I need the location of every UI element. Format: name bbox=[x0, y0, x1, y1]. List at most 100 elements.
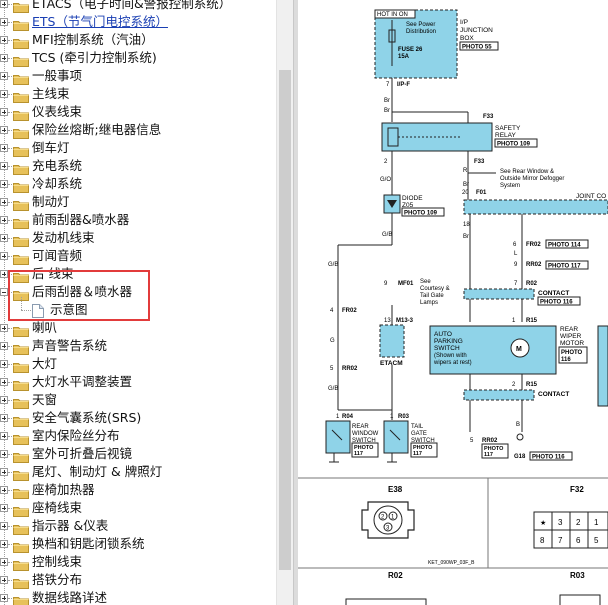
expand-icon[interactable] bbox=[0, 162, 8, 170]
tree-folder-item[interactable]: 可闻音频 bbox=[0, 247, 276, 265]
expand-icon[interactable] bbox=[0, 432, 8, 440]
expand-icon[interactable] bbox=[0, 378, 8, 386]
tree-folder-item[interactable]: 后雨刮器＆喷水器 bbox=[0, 283, 276, 301]
tree-folder-item[interactable]: 安全气囊系统(SRS) bbox=[0, 409, 276, 427]
connector-label: RR02 bbox=[342, 366, 358, 372]
expand-icon[interactable] bbox=[0, 216, 8, 224]
expand-icon[interactable] bbox=[0, 180, 8, 188]
expand-icon[interactable] bbox=[0, 414, 8, 422]
expand-icon[interactable] bbox=[0, 72, 8, 80]
tree-folder-item[interactable]: 大灯水平调整装置 bbox=[0, 373, 276, 391]
expand-icon[interactable] bbox=[0, 486, 8, 494]
tree-folder-item[interactable]: 前雨刮器&喷水器 bbox=[0, 211, 276, 229]
tree-folder-item[interactable]: 主线束 bbox=[0, 85, 276, 103]
expand-icon[interactable] bbox=[0, 396, 8, 404]
tree-folder-item[interactable]: 座椅加热器 bbox=[0, 481, 276, 499]
tree-folder-item[interactable]: 指示器 &仪表 bbox=[0, 517, 276, 535]
expand-icon[interactable] bbox=[0, 0, 8, 8]
tree-folder-item[interactable]: 仪表线束 bbox=[0, 103, 276, 121]
tree-folder-item[interactable]: 座椅线束 bbox=[0, 499, 276, 517]
tree-item-label: 冷却系统 bbox=[32, 176, 83, 191]
tree-item-label: 后雨刮器＆喷水器 bbox=[32, 284, 133, 299]
pin-number: 1 bbox=[594, 518, 599, 527]
tree-folder-item[interactable]: MFI控制系统（汽油） bbox=[0, 31, 276, 49]
tree-item-label: 前雨刮器&喷水器 bbox=[32, 212, 130, 227]
expand-icon[interactable] bbox=[0, 108, 8, 116]
collapse-icon[interactable] bbox=[0, 288, 8, 296]
expand-icon[interactable] bbox=[0, 90, 8, 98]
pin-label: 9 bbox=[514, 262, 518, 268]
expand-icon[interactable] bbox=[0, 234, 8, 242]
connector-label: R15 bbox=[526, 318, 538, 324]
tree-folder-item[interactable]: 数据线路详述 bbox=[0, 589, 276, 605]
tree-folder-item[interactable]: 后 线束 bbox=[0, 265, 276, 283]
fuse-rating: 15A bbox=[398, 54, 410, 60]
tree-folder-item[interactable]: 室外可折叠后视镜 bbox=[0, 445, 276, 463]
tree-item-label: TCS (牵引力控制系统) bbox=[32, 50, 157, 65]
switch-label: WINDOW bbox=[352, 431, 379, 437]
tree-folder-item[interactable]: 发动机线束 bbox=[0, 229, 276, 247]
folder-icon bbox=[13, 448, 29, 463]
tree-folder-item[interactable]: 控制线束 bbox=[0, 553, 276, 571]
expand-icon[interactable] bbox=[0, 342, 8, 350]
photo-tag bbox=[529, 451, 573, 461]
pane-splitter[interactable] bbox=[293, 0, 299, 605]
expand-icon[interactable] bbox=[0, 540, 8, 548]
tree-folder-item[interactable]: 一般事项 bbox=[0, 67, 276, 85]
connector-title: E38 bbox=[388, 485, 403, 494]
tree-folder-item[interactable]: 声音警告系统 bbox=[0, 337, 276, 355]
pin-label: 6 bbox=[513, 242, 517, 248]
tree-folder-item[interactable]: 天窗 bbox=[0, 391, 276, 409]
expand-icon[interactable] bbox=[0, 450, 8, 458]
contact-label: CONTACT bbox=[538, 391, 569, 398]
motor-letter: M bbox=[516, 346, 522, 353]
etacm-label: ETACM bbox=[380, 360, 403, 367]
tree-folder-item[interactable]: 制动灯 bbox=[0, 193, 276, 211]
photo-label: PHOTO 117 bbox=[548, 264, 581, 270]
tree-folder-item[interactable]: 充电系统 bbox=[0, 157, 276, 175]
wire-color: L bbox=[514, 251, 518, 257]
expand-icon[interactable] bbox=[0, 522, 8, 530]
switch-blade bbox=[331, 429, 343, 441]
scrollbar-thumb[interactable] bbox=[279, 70, 291, 570]
wire-color: Br bbox=[463, 234, 469, 240]
tree-folder-item[interactable]: 冷却系统 bbox=[0, 175, 276, 193]
pin-label: 7 bbox=[514, 281, 518, 287]
tree-guide-line bbox=[8, 382, 12, 383]
tree-folder-item[interactable]: 倒车灯 bbox=[0, 139, 276, 157]
expand-icon[interactable] bbox=[0, 504, 8, 512]
tree-folder-item[interactable]: 保险丝熔断;继电器信息 bbox=[0, 121, 276, 139]
expand-icon[interactable] bbox=[0, 594, 8, 602]
tree-guide-line bbox=[8, 184, 12, 185]
expand-icon[interactable] bbox=[0, 198, 8, 206]
tree-folder-item[interactable]: 喇叭 bbox=[0, 319, 276, 337]
expand-icon[interactable] bbox=[0, 270, 8, 278]
folder-icon bbox=[13, 466, 29, 481]
tree-folder-item[interactable]: ETACS（电子时间&警报控制系统） bbox=[0, 0, 276, 13]
folder-icon bbox=[13, 412, 29, 427]
expand-icon[interactable] bbox=[0, 36, 8, 44]
tree-folder-item[interactable]: ETS（节气门电控系统） bbox=[0, 13, 276, 31]
tree-folder-item[interactable]: 尾灯、制动灯 & 牌照灯 bbox=[0, 463, 276, 481]
pin-label: 1 bbox=[512, 318, 516, 324]
expand-icon[interactable] bbox=[0, 144, 8, 152]
tree-folder-item[interactable]: 大灯 bbox=[0, 355, 276, 373]
expand-icon[interactable] bbox=[0, 324, 8, 332]
junction-label3: BOX bbox=[460, 35, 474, 42]
folder-icon bbox=[13, 250, 29, 265]
tree-folder-item[interactable]: TCS (牵引力控制系统) bbox=[0, 49, 276, 67]
tree-folder-item[interactable]: 室内保险丝分布 bbox=[0, 427, 276, 445]
expand-icon[interactable] bbox=[0, 18, 8, 26]
expand-icon[interactable] bbox=[0, 576, 8, 584]
tree-leaf-item[interactable]: 示意图 bbox=[0, 297, 276, 319]
tree-folder-item[interactable]: 换档和钥匙闭锁系统 bbox=[0, 535, 276, 553]
expand-icon[interactable] bbox=[0, 468, 8, 476]
expand-icon[interactable] bbox=[0, 252, 8, 260]
expand-icon[interactable] bbox=[0, 558, 8, 566]
expand-icon[interactable] bbox=[0, 54, 8, 62]
tree-folder-item[interactable]: 搭铁分布 bbox=[0, 571, 276, 589]
tree-guide-line bbox=[8, 274, 12, 275]
expand-icon[interactable] bbox=[0, 126, 8, 134]
tree-scrollbar[interactable] bbox=[276, 0, 294, 605]
expand-icon[interactable] bbox=[0, 360, 8, 368]
